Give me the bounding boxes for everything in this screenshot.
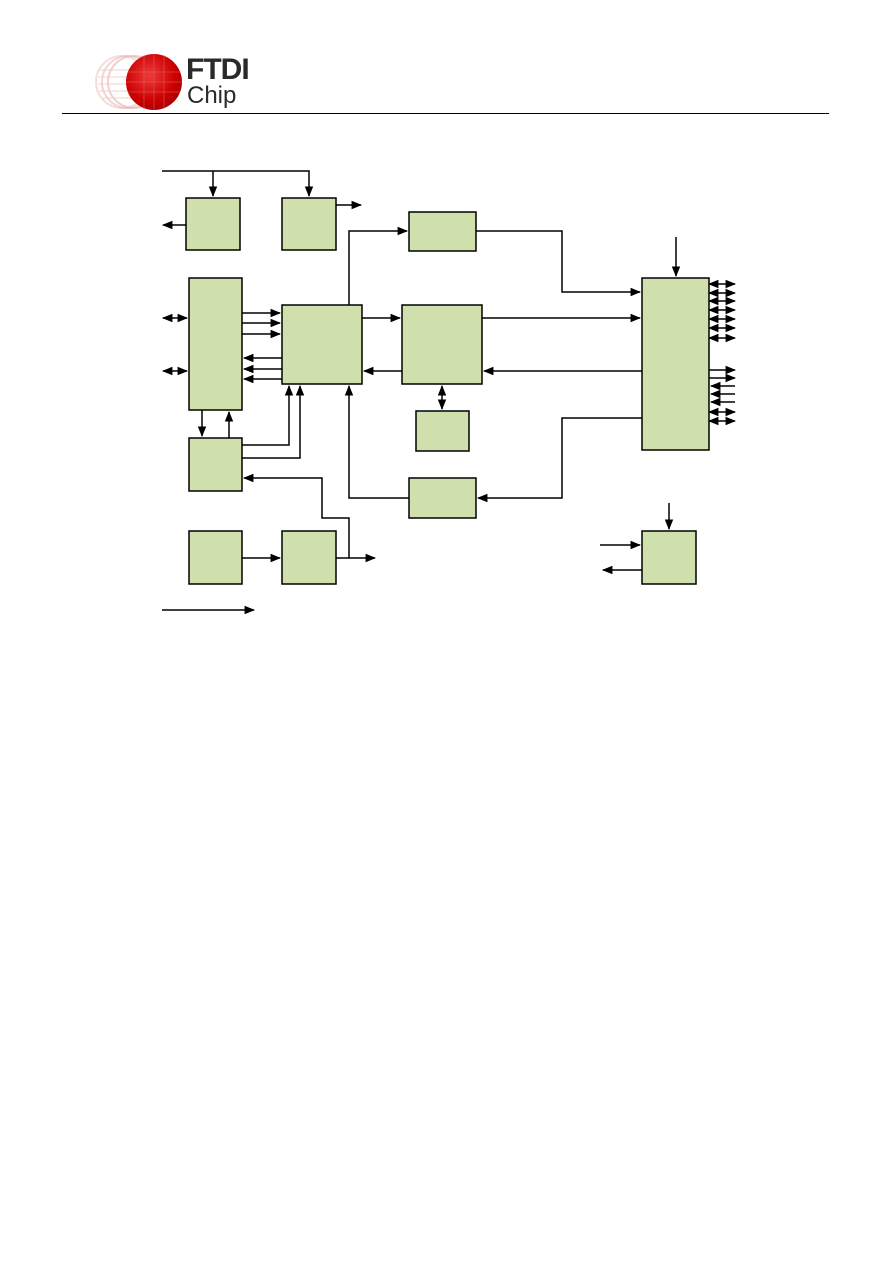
mid-left-to-core-1 bbox=[242, 384, 294, 446]
block-bottom-right bbox=[641, 530, 697, 585]
block-core-right bbox=[401, 304, 483, 385]
block-top-right bbox=[408, 211, 477, 252]
io-right-pins bbox=[707, 279, 737, 426]
page-header: FTDI Chip bbox=[0, 0, 892, 120]
io-to-bottom-center bbox=[476, 417, 642, 503]
bottom-center-to-core bbox=[344, 384, 409, 499]
block-io-right bbox=[641, 277, 710, 451]
logo-text-ftdi: FTDI bbox=[186, 53, 250, 86]
top-input-line bbox=[162, 170, 314, 198]
block-bottom-left-b bbox=[281, 530, 337, 585]
core-to-top-right bbox=[348, 226, 409, 305]
diagram-blocks bbox=[185, 197, 710, 585]
mid-left-to-core-2 bbox=[242, 384, 305, 459]
logo-mark-icon bbox=[95, 54, 182, 110]
logo-text-chip: Chip bbox=[187, 82, 237, 109]
block-bottom-center bbox=[408, 477, 477, 519]
ftdi-chip-logo: FTDI Chip bbox=[92, 50, 262, 114]
block-bottom-left-a bbox=[188, 530, 243, 585]
block-memory bbox=[415, 410, 470, 452]
block-top-middle bbox=[281, 197, 337, 251]
bottom-b-feedback bbox=[242, 473, 350, 558]
block-core-left bbox=[281, 304, 363, 385]
block-top-left bbox=[185, 197, 241, 251]
block-mid-left bbox=[188, 437, 243, 492]
block-tall-left bbox=[188, 277, 243, 411]
diagram-connectors bbox=[161, 170, 737, 615]
header-divider bbox=[62, 113, 829, 114]
top-right-to-io bbox=[476, 230, 642, 297]
